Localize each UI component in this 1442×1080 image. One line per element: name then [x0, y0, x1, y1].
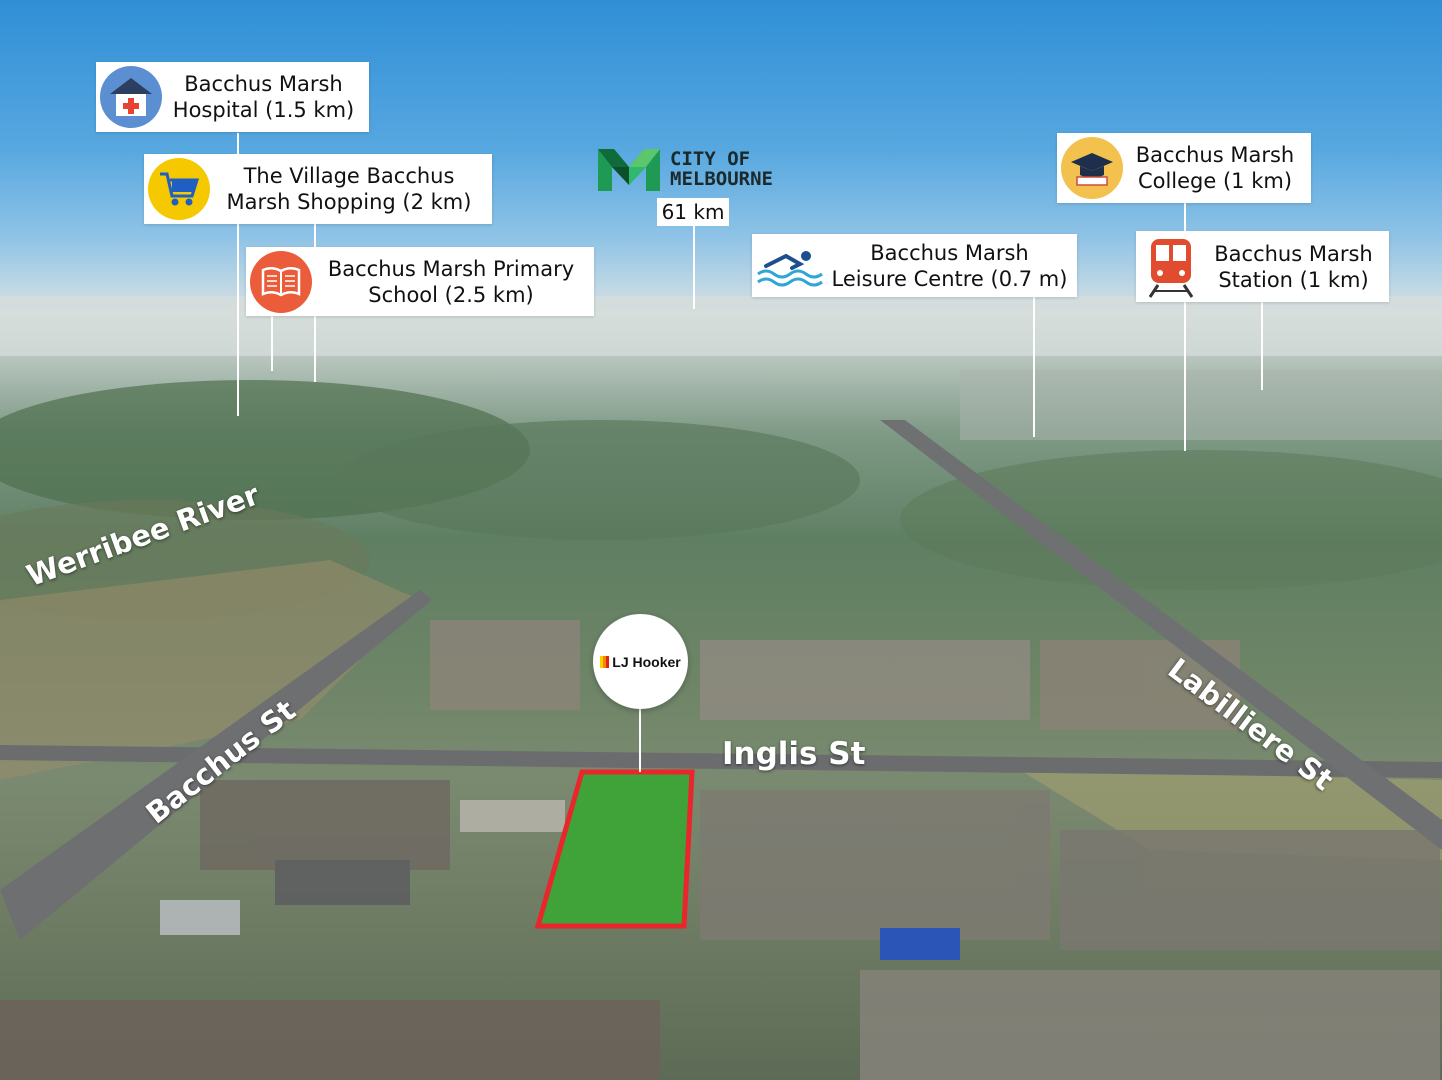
school-pin [271, 316, 273, 371]
shopping-label-text: The Village Bacchus Marsh Shopping (2 km… [226, 164, 472, 214]
graduation-cap-icon [1061, 137, 1123, 199]
station-label[interactable]: Bacchus Marsh Station (1 km) [1136, 231, 1389, 302]
leisure-pin [1033, 297, 1035, 437]
property-lot-outline [534, 769, 695, 929]
hospital-icon [100, 66, 162, 128]
melbourne-wordmark-line1: CITY OF [670, 148, 751, 170]
lj-hooker-bars-icon [600, 655, 610, 668]
melbourne-pin [693, 225, 695, 309]
lj-hooker-marker[interactable]: LJ Hooker [593, 614, 688, 709]
leisure-label[interactable]: Bacchus Marsh Leisure Centre (0.7 m) [752, 234, 1077, 297]
school-label-text: Bacchus Marsh Primary School (2.5 km) [327, 256, 575, 307]
lj-hooker-logo: LJ Hooker [600, 653, 681, 670]
school-label[interactable]: Bacchus Marsh Primary School (2.5 km) [246, 247, 594, 316]
swimmer-icon [756, 241, 826, 291]
train-icon [1140, 236, 1202, 298]
inglis-st-label: Inglis St [722, 736, 866, 772]
hospital-pin [237, 133, 239, 416]
shopping-cart-icon [148, 158, 210, 220]
college-label[interactable]: Bacchus Marsh College (1 km) [1057, 133, 1311, 203]
city-of-melbourne-logo[interactable]: CITY OF MELBOURNE [596, 143, 776, 195]
melbourne-distance: 61 km [657, 198, 729, 226]
shopping-label[interactable]: The Village Bacchus Marsh Shopping (2 km… [144, 154, 492, 224]
station-label-text: Bacchus Marsh Station (1 km) [1214, 241, 1373, 292]
station-pin [1261, 302, 1263, 390]
leisure-label-text: Bacchus Marsh Leisure Centre (0.7 m) [831, 240, 1068, 291]
hospital-label-text: Bacchus Marsh Hospital (1.5 km) [172, 72, 355, 122]
melbourne-wordmark: CITY OF MELBOURNE [670, 149, 773, 189]
college-pin [1184, 203, 1186, 451]
hospital-label[interactable]: Bacchus Marsh Hospital (1.5 km) [96, 62, 369, 132]
melbourne-m-icon [598, 149, 660, 191]
lj-hooker-name: LJ Hooker [612, 653, 681, 670]
college-label-text: Bacchus Marsh College (1 km) [1135, 143, 1295, 193]
book-icon [250, 250, 312, 313]
melbourne-wordmark-line2: MELBOURNE [670, 168, 773, 190]
